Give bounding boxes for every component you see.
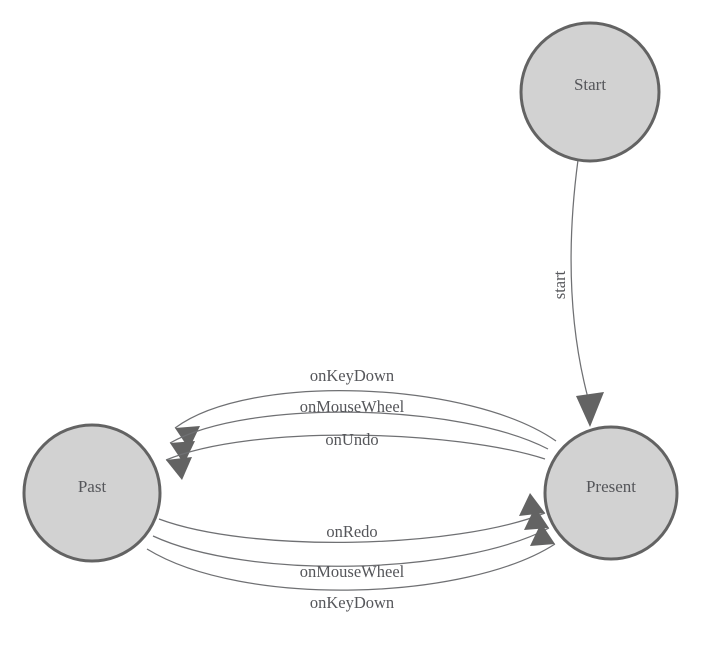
edge-start-to-present[interactable] — [570, 159, 604, 427]
arrowhead-icon — [576, 392, 604, 427]
edge-path — [158, 512, 546, 543]
arrowhead-icon — [519, 493, 545, 516]
node-label-start: Start — [574, 75, 606, 94]
edge-label-onkeydown-up: onKeyDown — [310, 366, 394, 385]
edge-past-to-present-onmousewheel[interactable] — [152, 507, 550, 567]
node-present[interactable]: Present — [543, 425, 679, 561]
edge-past-to-present-onredo[interactable] — [158, 493, 546, 543]
edge-path — [165, 434, 546, 461]
edge-present-to-past-onmousewheel[interactable] — [169, 411, 549, 464]
edge-label-onredo: onRedo — [326, 522, 377, 541]
edge-past-to-present-onkeydown[interactable] — [146, 523, 556, 591]
edge-path — [169, 411, 549, 450]
arrowhead-icon — [530, 523, 555, 546]
edge-path — [174, 390, 557, 442]
arrowhead-icon — [166, 457, 192, 480]
node-label-present: Present — [586, 477, 636, 496]
arrowhead-icon — [170, 441, 195, 464]
edge-path — [152, 527, 550, 567]
arrowhead-icon — [524, 507, 549, 530]
edge-path — [146, 543, 556, 591]
edge-label-onmousewheel-down: onMouseWheel — [300, 562, 405, 581]
node-past[interactable]: Past — [22, 423, 162, 563]
node-label-past: Past — [78, 477, 107, 496]
node-shape — [519, 21, 661, 163]
edge-label-onkeydown-down: onKeyDown — [310, 593, 394, 612]
edge-label-start: start — [550, 270, 569, 299]
edge-present-to-past-onundo[interactable] — [165, 434, 546, 480]
node-shape — [22, 423, 162, 563]
edge-label-onundo: onUndo — [325, 430, 378, 449]
edge-label-onmousewheel-up: onMouseWheel — [300, 397, 405, 416]
node-start[interactable]: Start — [519, 21, 661, 163]
edge-path — [570, 159, 589, 399]
node-shape — [543, 425, 679, 561]
